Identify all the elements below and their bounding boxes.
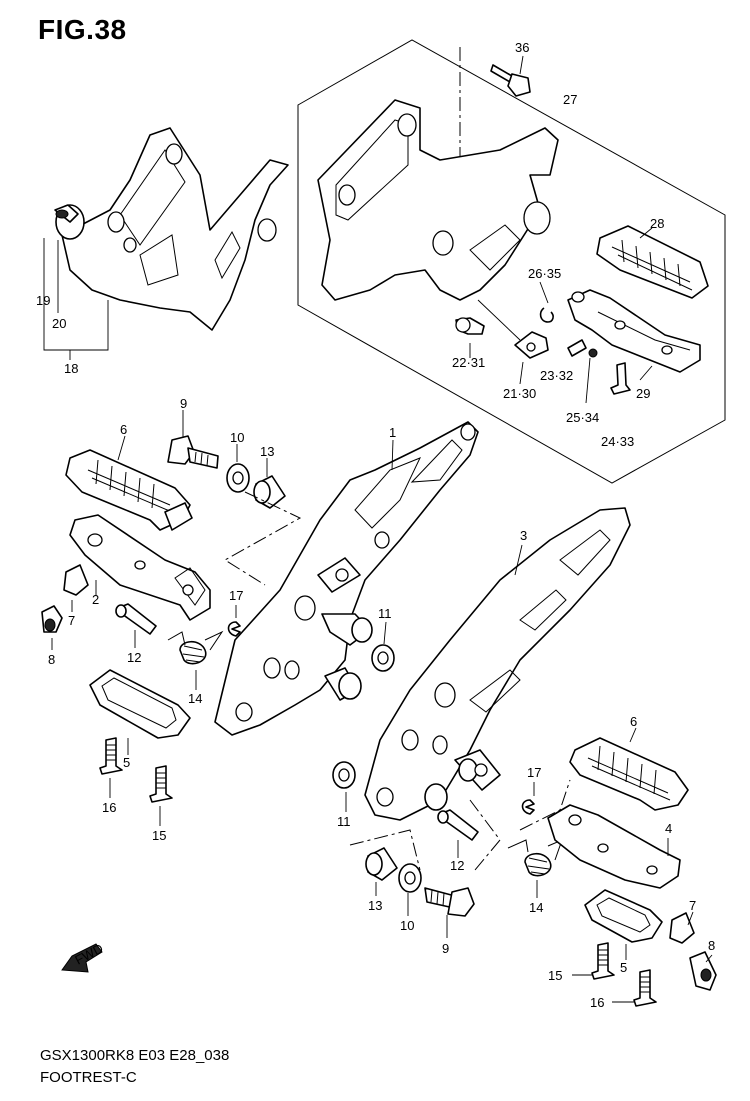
callout-17-right: 17	[527, 765, 541, 780]
callout-10-right: 10	[400, 918, 414, 933]
callout-13-left: 13	[260, 444, 274, 459]
callout-24-33: 24·33	[601, 434, 634, 449]
bushing-13-left	[253, 458, 286, 509]
callout-14-left: 14	[188, 691, 202, 706]
callout-12-left: 12	[127, 650, 141, 665]
callout-5-left: 5	[123, 755, 130, 770]
callout-11-right: 11	[337, 814, 351, 829]
peg-rubber-6-right	[569, 727, 689, 811]
spring-23-32	[567, 339, 587, 357]
e-ring-26-35	[539, 307, 554, 323]
pin-12-left	[115, 603, 157, 648]
svg-text:FWD: FWD	[72, 941, 105, 968]
ball-8-left	[41, 605, 63, 650]
callout-27: 27	[563, 92, 577, 107]
figure-caption: FOOTREST-C	[40, 1069, 137, 1086]
callout-1: 1	[389, 425, 396, 440]
callout-21-30: 21·30	[503, 386, 536, 401]
callout-5-right: 5	[620, 960, 627, 975]
bolt-16-left	[99, 737, 123, 798]
bolt-9-left	[167, 410, 219, 469]
callout-16-right: 16	[590, 995, 604, 1010]
callout-20: 20	[52, 316, 66, 331]
callout-16-left: 16	[102, 800, 116, 815]
e-ring-17-left	[227, 605, 241, 637]
callout-11-left: 11	[378, 606, 392, 621]
callout-29: 29	[636, 386, 650, 401]
callout-17-left: 17	[229, 588, 243, 603]
bolt-15-right	[572, 942, 615, 980]
callout-36: 36	[515, 40, 529, 55]
callout-4: 4	[665, 821, 672, 836]
bolt-16-right	[612, 969, 657, 1007]
plate-5-left	[89, 669, 191, 755]
callout-9-left: 9	[180, 396, 187, 411]
ball-25-34	[588, 348, 598, 358]
callout-22-31: 22·31	[452, 355, 485, 370]
callout-28: 28	[650, 216, 664, 231]
bracket-27	[317, 99, 559, 301]
peg-rubber-6-left	[65, 435, 193, 531]
callout-3: 3	[520, 528, 527, 543]
callout-14-right: 14	[529, 900, 543, 915]
spring-7-right	[669, 911, 695, 944]
callout-15-right: 15	[548, 968, 562, 983]
callout-9-right: 9	[442, 941, 449, 956]
bracket-assembly-18	[54, 127, 289, 331]
footrest-plate-1	[214, 421, 479, 736]
callout-26-35: 26·35	[528, 266, 561, 281]
callout-7-right: 7	[689, 898, 696, 913]
callout-8-left: 8	[48, 652, 55, 667]
peg-body-29	[567, 289, 701, 381]
bolt-24-33	[610, 362, 631, 395]
spring-14-left	[167, 630, 224, 690]
bolt-36	[490, 55, 531, 97]
ball-8-right	[689, 951, 717, 991]
callout-6-left: 6	[120, 422, 127, 437]
callout-25-34: 25·34	[566, 410, 599, 425]
peg-body-4	[547, 804, 681, 889]
plate-5-right	[584, 889, 663, 960]
callout-10-left: 10	[230, 430, 244, 445]
callout-6-right: 6	[630, 714, 637, 729]
peg-body-2	[69, 514, 211, 621]
pin-12-right	[437, 809, 479, 858]
bolt-15-left	[149, 765, 173, 826]
callout-7-left: 7	[68, 613, 75, 628]
callout-19: 19	[36, 293, 50, 308]
model-code: GSX1300RK8 E03 E28_038	[40, 1047, 230, 1064]
bolt-9-right	[424, 887, 475, 938]
callout-13-right: 13	[368, 898, 382, 913]
callout-23-32: 23·32	[540, 368, 573, 383]
spring-7-left	[63, 564, 89, 612]
spring-14-right	[507, 839, 563, 898]
bushing-13-right	[365, 847, 398, 896]
footrest-plate-3	[364, 507, 631, 821]
callout-18: 18	[64, 361, 78, 376]
kit-boundary-box	[297, 39, 726, 484]
callout-15-left: 15	[152, 828, 166, 843]
peg-rubber-28	[596, 225, 709, 299]
figure-title: FIG.38	[38, 14, 127, 45]
e-ring-17-right	[521, 782, 535, 815]
callout-12-right: 12	[450, 858, 464, 873]
callout-8-right: 8	[708, 938, 715, 953]
forward-direction-arrow-icon: FWD	[61, 941, 106, 973]
callout-2: 2	[92, 592, 99, 607]
